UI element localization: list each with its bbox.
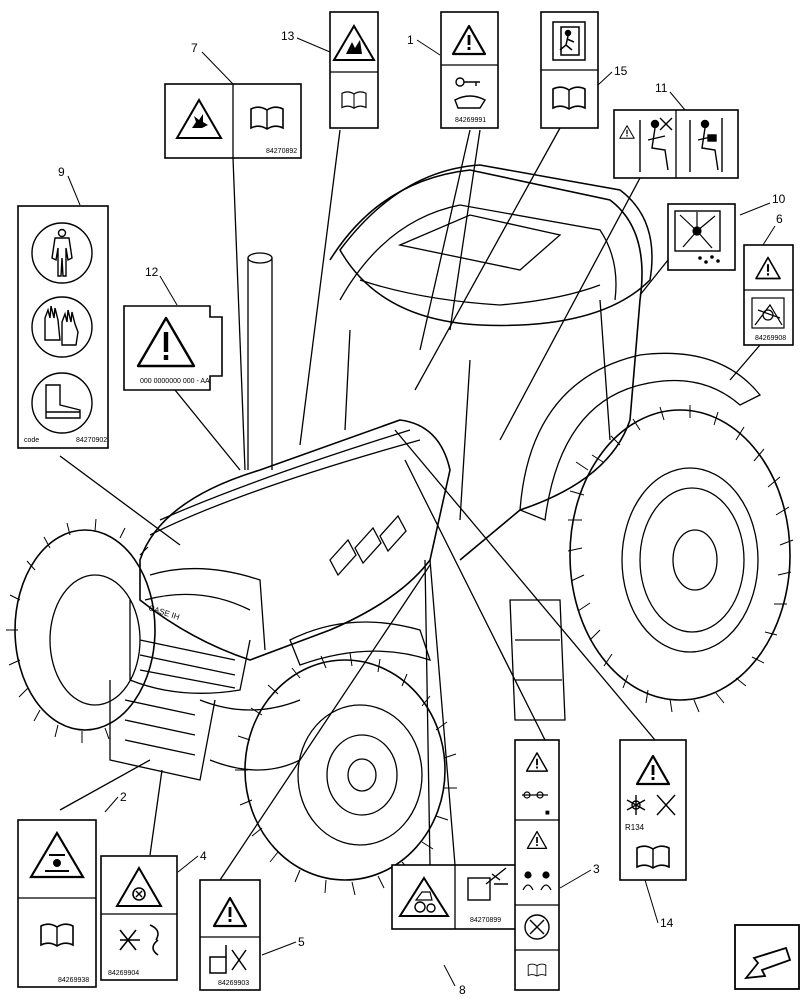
callout-15: 15 [614,64,628,78]
gloves-icon [31,296,93,358]
decal-2-code: 84269938 [58,977,89,984]
decal-10 [667,203,736,271]
decal-3-mini: ■ [545,808,550,817]
callout-10: 10 [772,192,786,206]
decal-9-code: 84270902 [76,437,107,444]
callout-12: 12 [145,265,159,279]
callout-11: 11 [655,81,668,95]
callout-8: 8 [459,983,466,997]
decal-12-code: 000 0000000 000 - AA [140,378,210,385]
decal-13 [329,11,379,129]
pto-warning-icon [115,866,163,907]
decal-5-code: 84269903 [218,980,249,987]
decal-1-code: 84269991 [455,117,486,124]
decal-11 [613,109,739,179]
decal-1: 84269991 [440,11,499,129]
hood-logo: CASE IH [147,603,180,622]
seat-belt-icon [639,117,673,172]
decal-8: 84270899 [391,864,521,930]
decal-5: 84269903 [199,879,261,991]
decal-4: 84269904 [100,855,178,981]
roof-impact-icon [679,212,716,249]
decal-12: 000 0000000 000 - AA [123,305,223,391]
decal-4-code: 84269904 [108,970,139,977]
leader-lines [59,127,761,881]
emergency-exit-icon [552,21,586,61]
boot-icon [31,372,93,434]
airbag-icon [524,914,550,940]
seat-belt-icon [689,118,723,172]
callout-numbers: 1 2 3 4 5 6 7 8 9 10 11 12 13 14 15 [58,29,786,997]
decal-9-left-text: code [24,437,39,444]
decal-7: 84270892 [164,83,302,159]
callout-2: 2 [120,790,127,804]
decal-8-code: 84270899 [470,917,501,924]
explosion-warning-icon [332,24,376,61]
callout-7: 7 [191,41,198,55]
decal-6-code: 84269908 [755,335,786,342]
passenger-warning-icon [522,871,552,891]
refrigerant-label: R134 [625,823,645,832]
callout-13: 13 [281,29,295,43]
refrigerant-icon [626,794,676,816]
callout-14: 14 [660,916,674,930]
decal-6: 84269908 [743,244,794,346]
callout-1: 1 [407,33,414,47]
decal-7-code: 84270892 [266,148,297,155]
crush-hazard-icon [29,830,85,879]
coverall-icon [31,222,93,284]
rotating-parts-icon [751,297,785,329]
warning-triangle-icon [136,316,196,368]
pto-guard-icon [119,924,159,956]
decal-9: code 84270902 [17,205,109,449]
tractor-illustration [6,164,794,896]
callout-6: 6 [776,212,783,226]
decal-3: ■ [514,739,560,991]
decal-14: R134 [619,739,687,881]
decal-15 [540,11,599,129]
callout-9: 9 [58,165,65,179]
hot-surface-icon [467,867,508,901]
callout-5: 5 [298,935,305,949]
no-step-icon [209,945,247,974]
explosion-warning-icon [175,98,223,139]
key-removal-icon [454,77,486,109]
callout-3: 3 [593,862,600,876]
hitch-icon [522,791,548,799]
rollover-warning-icon [398,876,450,917]
decal-2: 84269938 [17,819,97,988]
nav-arrow-icon[interactable] [734,924,800,990]
callout-4: 4 [200,849,207,863]
